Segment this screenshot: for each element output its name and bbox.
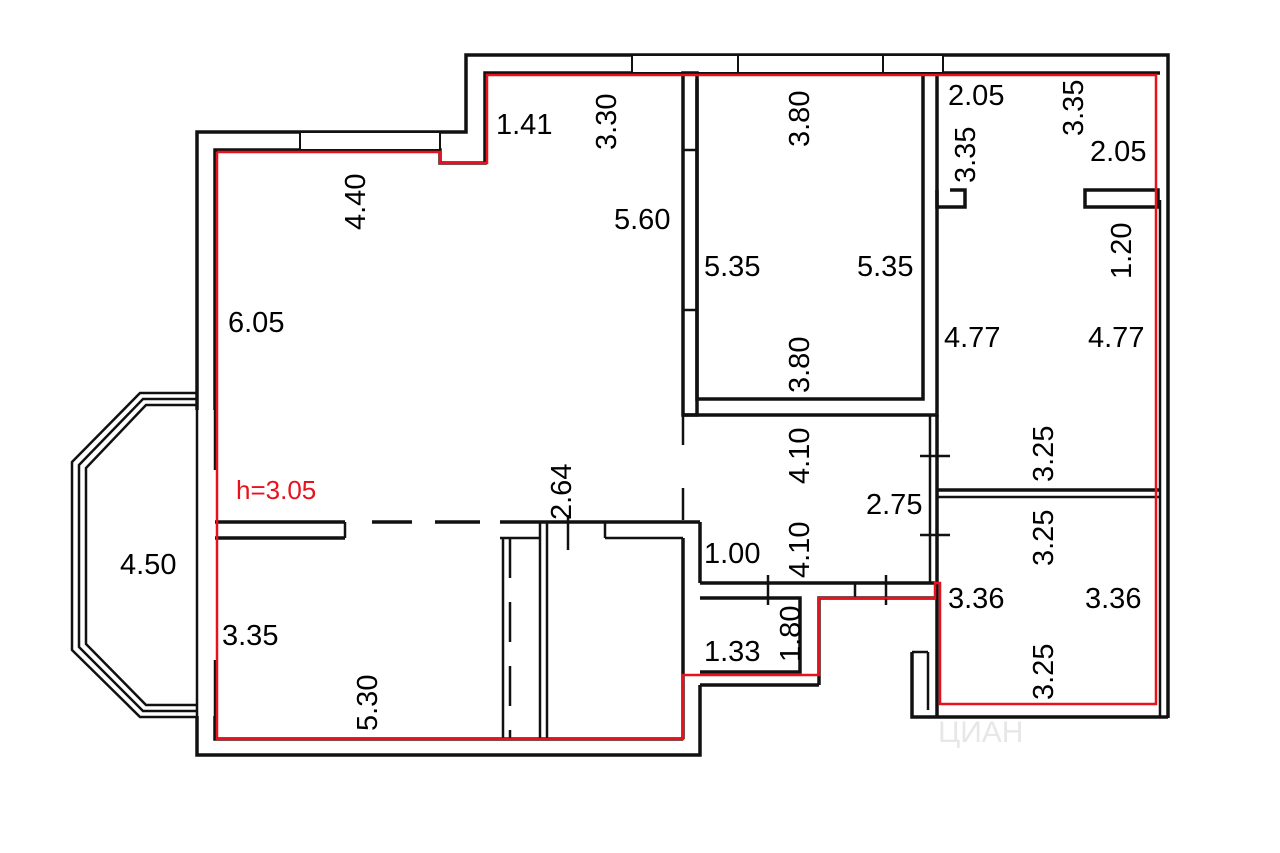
watermark: ЦИАН xyxy=(938,716,1023,749)
dim-3-25-bath-top: 3.25 xyxy=(1028,510,1060,566)
dim-1-80: 1.80 xyxy=(775,606,807,662)
dim-1-41: 1.41 xyxy=(496,109,552,141)
dim-2-05-right: 2.05 xyxy=(1090,136,1146,168)
dim-3-35-left: 3.35 xyxy=(950,127,982,183)
dim-4-50: 4.50 xyxy=(120,549,176,581)
dim-3-80-bottom: 3.80 xyxy=(784,337,816,393)
dim-3-36-left: 3.36 xyxy=(948,583,1004,615)
dim-4-40: 4.40 xyxy=(340,174,372,230)
dim-4-77-right: 4.77 xyxy=(1088,322,1144,354)
outer-walls xyxy=(195,53,1170,757)
apartment-outline xyxy=(215,73,1158,741)
dim-2-64: 2.64 xyxy=(546,464,578,520)
dim-2-05-top: 2.05 xyxy=(948,80,1004,112)
dim-4-77-left: 4.77 xyxy=(944,322,1000,354)
dim-1-00: 1.00 xyxy=(704,538,760,570)
dim-3-25-corridor: 3.25 xyxy=(1028,426,1060,482)
dim-5-30: 5.30 xyxy=(352,675,384,731)
dim-5-60: 5.60 xyxy=(614,204,670,236)
dim-6-05: 6.05 xyxy=(228,307,284,339)
dim-3-35-bedroom: 3.35 xyxy=(222,620,278,652)
interior-walls xyxy=(215,71,1170,740)
dim-3-25-bath-bottom: 3.25 xyxy=(1028,644,1060,700)
dim-5-35-left: 5.35 xyxy=(704,251,760,283)
dim-4-10-upper: 4.10 xyxy=(784,428,816,484)
dim-5-35-right: 5.35 xyxy=(857,251,913,283)
dim-4-10-lower: 4.10 xyxy=(784,522,816,578)
bay-window xyxy=(70,391,217,719)
ceiling-height-label: h=3.05 xyxy=(236,475,316,505)
dim-1-33: 1.33 xyxy=(704,636,760,668)
dim-3-36-right: 3.36 xyxy=(1085,583,1141,615)
dim-1-20: 1.20 xyxy=(1106,223,1138,279)
dimension-labels: 1.41 3.30 4.40 5.60 6.05 4.50 2.64 3.35 … xyxy=(120,80,1146,731)
dim-3-30: 3.30 xyxy=(591,94,623,150)
dim-2-75: 2.75 xyxy=(866,489,922,521)
dim-3-80-top: 3.80 xyxy=(784,91,816,147)
dim-3-35-top: 3.35 xyxy=(1058,80,1090,136)
